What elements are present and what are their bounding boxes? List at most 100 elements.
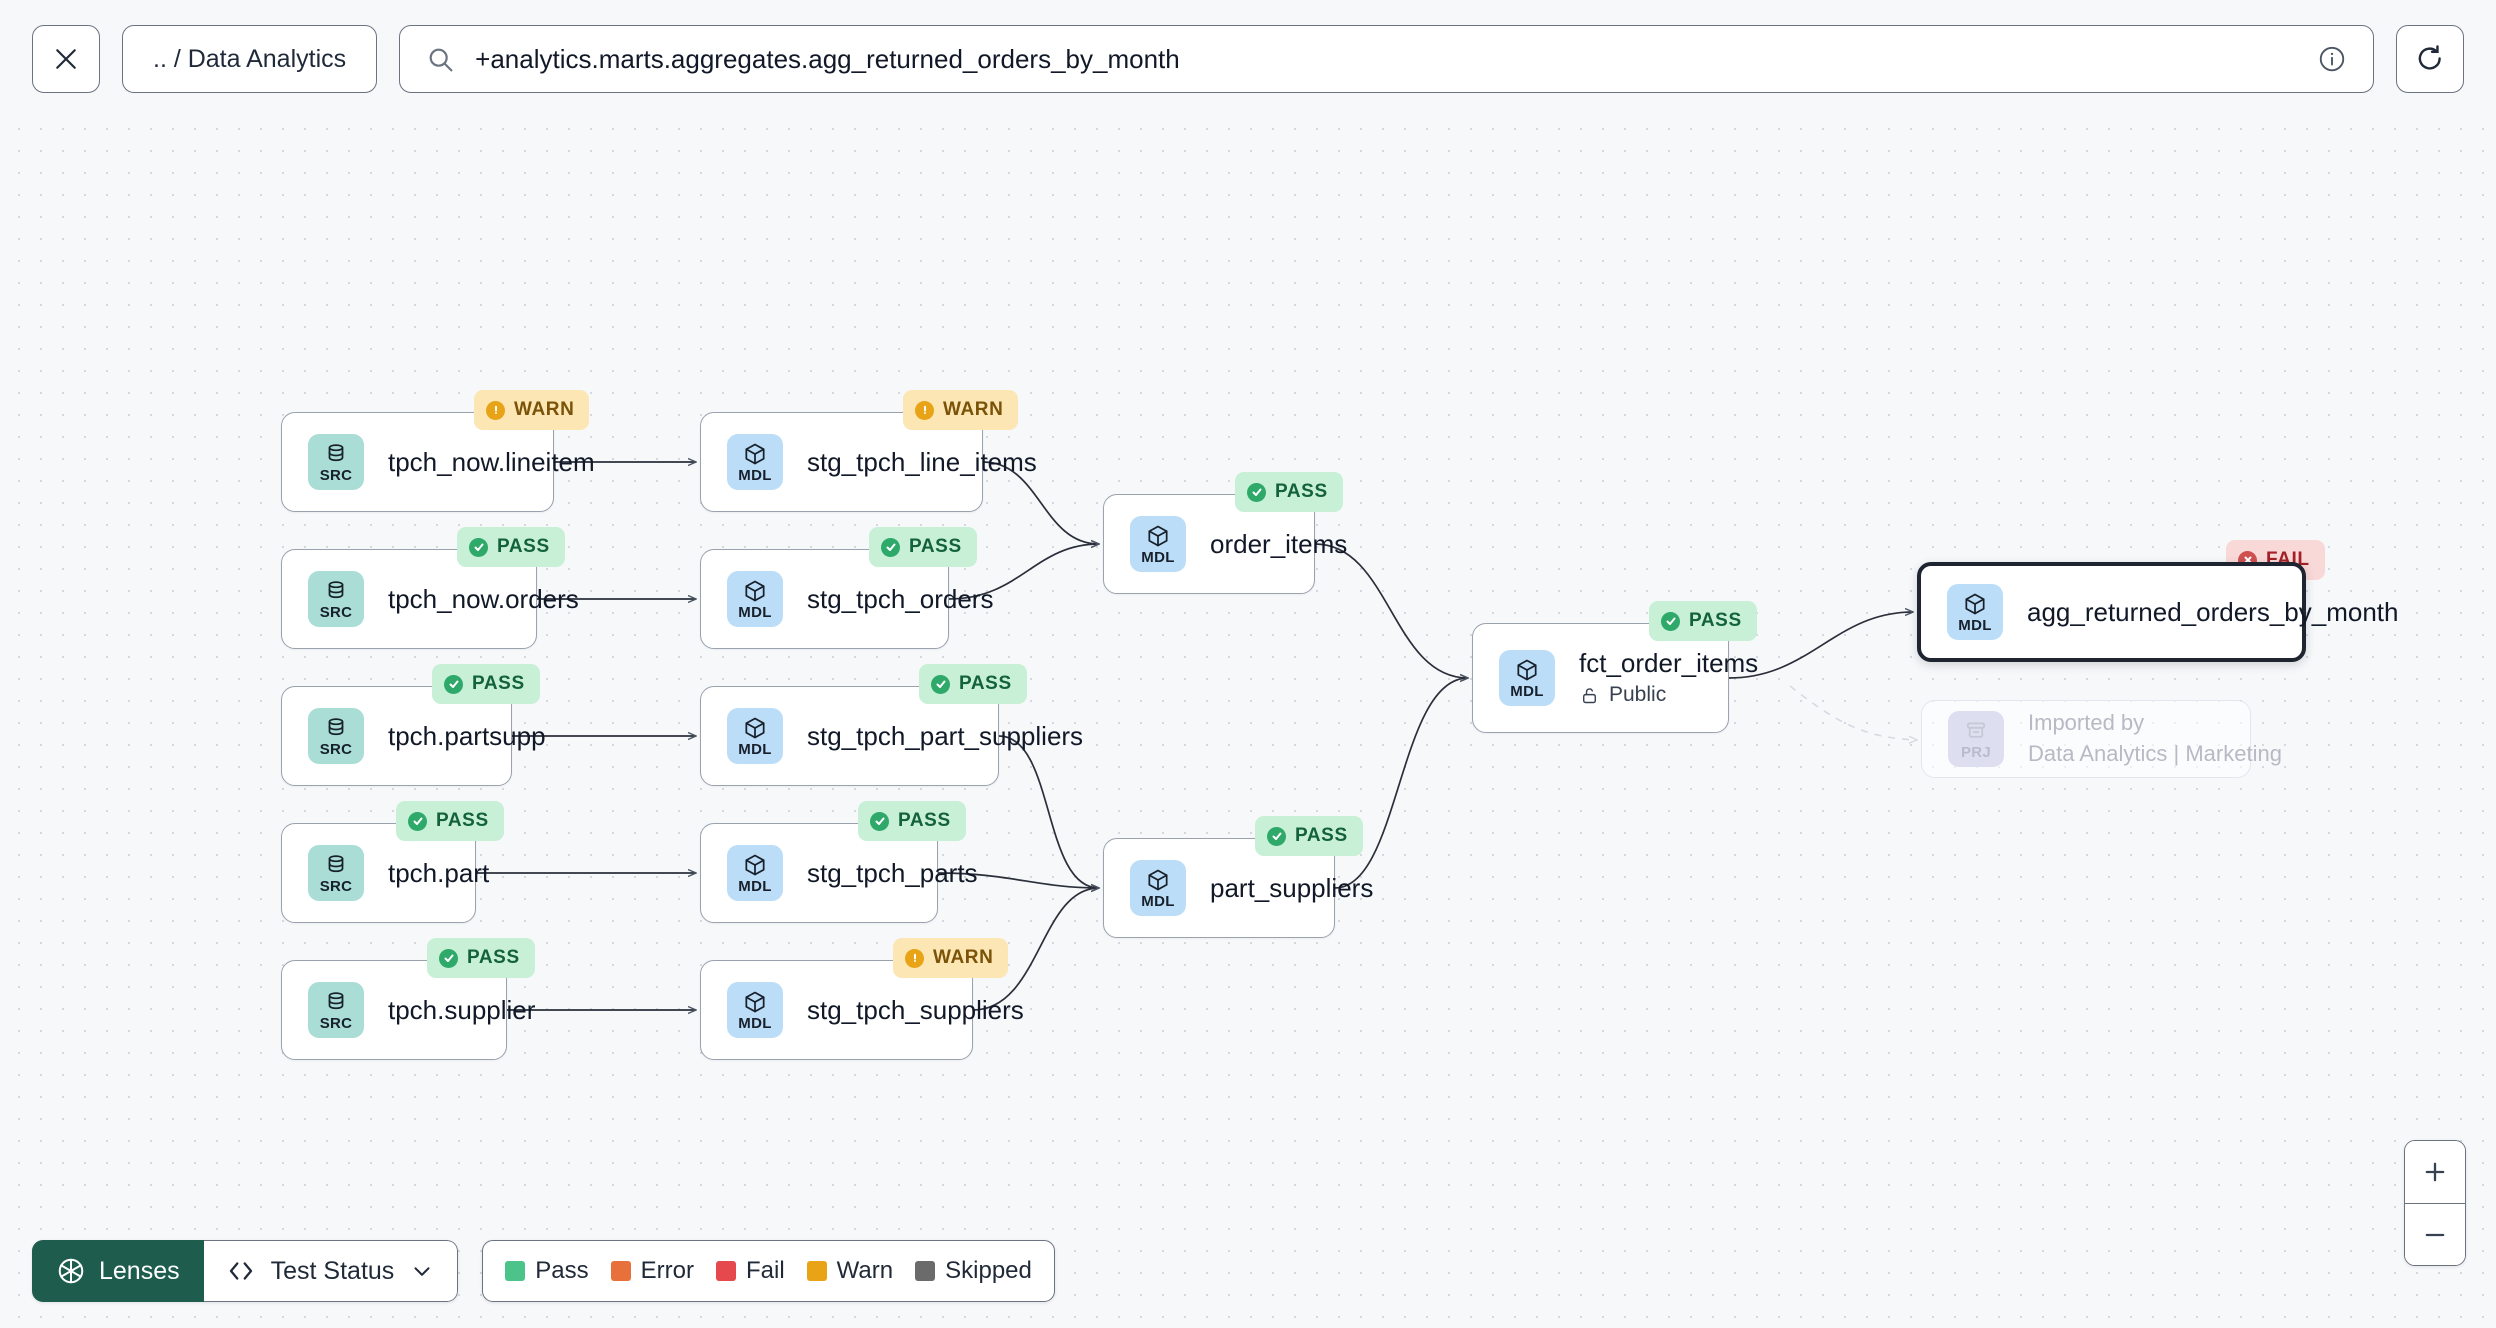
status-badge-pass[interactable]: PASS bbox=[858, 801, 966, 841]
node-type-chip-mdl: MDL bbox=[727, 708, 783, 764]
node-type-label: MDL bbox=[1958, 617, 1992, 634]
status-badge-pass[interactable]: PASS bbox=[869, 527, 977, 567]
status-badge-pass[interactable]: PASS bbox=[457, 527, 565, 567]
legend-label: Error bbox=[640, 1257, 694, 1284]
status-badge-pass[interactable]: PASS bbox=[919, 664, 1027, 704]
node-text: stg_tpch_part_suppliers bbox=[807, 722, 1083, 751]
node-title: agg_returned_orders_by_month bbox=[2027, 596, 2399, 627]
database-icon bbox=[328, 992, 344, 1010]
node-agg_returned_orders_by_month[interactable]: MDL agg_returned_orders_by_month bbox=[1917, 562, 2399, 662]
refresh-button[interactable] bbox=[2396, 25, 2464, 93]
status-badge-warn[interactable]: WARN bbox=[474, 390, 590, 430]
legend-label: Pass bbox=[535, 1257, 589, 1284]
test-status-dropdown[interactable]: Test Status bbox=[203, 1240, 459, 1302]
node-title: stg_tpch_line_items bbox=[807, 446, 1037, 477]
status-label: PASS bbox=[898, 810, 951, 831]
node-type-chip-src: SRC bbox=[308, 845, 364, 901]
legend-swatch bbox=[610, 1261, 631, 1281]
status-badge-pass[interactable]: PASS bbox=[1255, 816, 1363, 856]
node-type-label: PRJ bbox=[1960, 744, 1992, 761]
node-text: tpch_now.lineitem bbox=[388, 448, 595, 477]
status-dot bbox=[881, 537, 900, 557]
node-type-label: MDL bbox=[738, 741, 772, 758]
legend-item-error[interactable]: Error bbox=[610, 1257, 694, 1285]
status-label: WARN bbox=[943, 399, 1004, 420]
cube-icon bbox=[1965, 593, 1985, 615]
node-text: tpch.supplier bbox=[388, 996, 535, 1025]
refresh-icon bbox=[2418, 45, 2441, 70]
node-type-label: MDL bbox=[738, 878, 772, 895]
code-icon bbox=[229, 1262, 252, 1280]
check-glyph bbox=[413, 817, 422, 825]
check-glyph bbox=[1272, 832, 1281, 840]
node-subtitle-label: Public bbox=[1609, 683, 1667, 707]
status-badge-pass[interactable]: PASS bbox=[396, 801, 504, 841]
legend-item-pass[interactable]: Pass bbox=[505, 1257, 589, 1285]
status-badge-warn[interactable]: WARN bbox=[903, 390, 1019, 430]
legend-item-skipped[interactable]: Skipped bbox=[915, 1257, 1032, 1285]
breadcrumb-label: .. / Data Analytics bbox=[153, 44, 347, 73]
node-type-chip-mdl: MDL bbox=[1130, 860, 1186, 916]
legend-label: Warn bbox=[836, 1257, 894, 1284]
breadcrumb[interactable]: .. / Data Analytics bbox=[122, 25, 378, 93]
cube-icon bbox=[745, 443, 765, 465]
node-type-label: MDL bbox=[1510, 683, 1544, 700]
node-order_items[interactable]: MDL order_items bbox=[1103, 494, 1348, 594]
info-icon[interactable] bbox=[2317, 44, 2347, 74]
status-dot bbox=[469, 537, 488, 557]
node-type-chip-mdl: MDL bbox=[727, 434, 783, 490]
status-dot bbox=[486, 400, 505, 420]
node-text: tpch.part bbox=[388, 859, 489, 888]
ghost-edge bbox=[1789, 685, 1917, 740]
check-glyph bbox=[474, 543, 483, 551]
status-dot bbox=[915, 400, 934, 420]
cube-icon bbox=[745, 991, 765, 1013]
lens-group: Lenses Test Status bbox=[32, 1240, 459, 1302]
node-type-chip-mdl: MDL bbox=[727, 571, 783, 627]
zoom-out-button[interactable] bbox=[2405, 1203, 2465, 1265]
lenses-button[interactable]: Lenses bbox=[32, 1240, 204, 1302]
legend-swatch bbox=[915, 1261, 936, 1281]
status-badge-warn[interactable]: WARN bbox=[893, 938, 1009, 978]
zoom-in-button[interactable] bbox=[2405, 1141, 2465, 1203]
cube-icon bbox=[745, 717, 765, 739]
unlock-icon bbox=[1583, 688, 1596, 703]
cross-glyph bbox=[2244, 556, 2251, 564]
node-text: order_items bbox=[1210, 528, 1348, 559]
node-subtitle-label: Data Analytics | Marketing bbox=[2028, 741, 2282, 767]
status-dot bbox=[870, 811, 889, 831]
minus-icon bbox=[2425, 1233, 2445, 1236]
status-badge-pass[interactable]: PASS bbox=[432, 664, 540, 704]
search-icon bbox=[429, 48, 453, 71]
status-label: PASS bbox=[1275, 481, 1328, 502]
search-input[interactable]: +analytics.marts.aggregates.agg_returned… bbox=[475, 43, 1180, 74]
legend-item-fail[interactable]: Fail bbox=[716, 1257, 785, 1285]
node-title: order_items bbox=[1210, 528, 1348, 559]
status-dot bbox=[444, 674, 463, 694]
status-badge-pass[interactable]: PASS bbox=[1235, 472, 1343, 512]
node-type-chip-mdl: MDL bbox=[1130, 516, 1186, 572]
node-title: fct_order_items bbox=[1579, 647, 1759, 678]
status-badge-pass[interactable]: PASS bbox=[1649, 601, 1757, 641]
archive-icon bbox=[1967, 722, 1985, 738]
search-bar[interactable]: +analytics.marts.aggregates.agg_returned… bbox=[399, 25, 2374, 93]
legend-label: Skipped bbox=[945, 1257, 1032, 1284]
node-text: tpch.partsupp bbox=[388, 722, 546, 751]
check-glyph bbox=[449, 680, 458, 688]
node-title: stg_tpch_parts bbox=[807, 857, 978, 888]
legend-item-warn[interactable]: Warn bbox=[806, 1257, 894, 1285]
node-text: stg_tpch_line_items bbox=[807, 446, 1037, 477]
legend-label: Fail bbox=[746, 1257, 785, 1284]
status-badge-pass[interactable]: PASS bbox=[427, 938, 535, 978]
status-dot bbox=[439, 948, 458, 968]
close-button[interactable] bbox=[32, 25, 100, 93]
